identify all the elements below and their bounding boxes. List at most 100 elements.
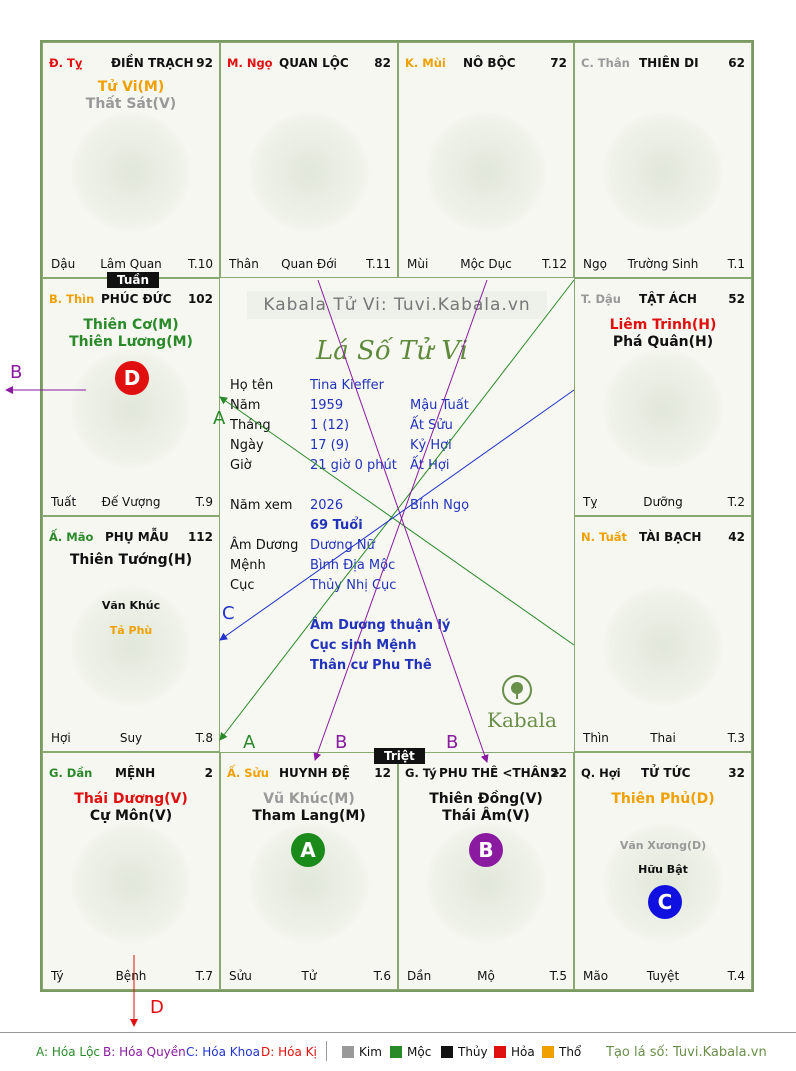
star-minor: Văn Khúc — [101, 599, 161, 612]
arrow-label-a: A — [243, 732, 256, 753]
logo-text: Kabala — [487, 708, 557, 732]
cell-branch: T. Dậu — [581, 292, 621, 306]
hoa-khoa-marker: C — [648, 885, 682, 919]
value-nam-xem-can-chi: Bính Ngọ — [410, 498, 470, 513]
cell-bottom-right: T.9 — [195, 495, 213, 509]
cell-phu-the: G. Tý PHU THÊ <THÂN> 22 Thiên Đồng(V) Th… — [398, 752, 574, 990]
cell-number: 72 — [550, 56, 567, 70]
cell-palace: TỬ TỨC — [641, 766, 691, 780]
star-minor: Văn Xương(D) — [619, 839, 707, 852]
arrow-label-b: B — [10, 362, 23, 383]
cell-branch: G. Dần — [49, 766, 93, 780]
arrow-label-a: A — [213, 408, 226, 429]
arrow-label-d: D — [150, 997, 164, 1018]
cell-bottom-mid: Tử — [301, 969, 317, 983]
cell-palace: TÀI BẠCH — [639, 530, 702, 544]
cell-bottom-mid: Thai — [650, 731, 676, 745]
cell-palace: PHÚC ĐỨC — [101, 292, 172, 306]
hoa-quyen-line — [313, 279, 488, 761]
cell-bottom-left: Tý — [51, 969, 64, 983]
pig-watermark — [603, 822, 723, 943]
site-title: Kabala Tử Vi: Tuvi.Kabala.vn — [247, 291, 547, 319]
note: Âm Dương thuận lý — [310, 618, 451, 633]
legend-hoa-quyen: B: Hóa Quyền — [103, 1045, 186, 1059]
thuy-swatch — [441, 1046, 453, 1058]
hoa-swatch — [494, 1046, 506, 1058]
moc-swatch — [390, 1046, 402, 1058]
star-main: Tử Vi(M) — [97, 79, 165, 95]
cell-number: 112 — [187, 530, 213, 544]
cell-bottom-mid: Tuyệt — [646, 969, 680, 983]
cell-bottom-left: Tuất — [51, 495, 77, 509]
cell-palace: NÔ BỘC — [463, 56, 516, 70]
credit-text: Tạo lá số: Tuvi.Kabala.vn — [606, 1045, 767, 1060]
legend-hoa-loc: A: Hóa Lộc — [36, 1045, 101, 1059]
label-cuc: Cục — [230, 578, 255, 593]
star-main: Thiên Tướng(H) — [69, 552, 193, 568]
hoa-loc-line — [219, 279, 575, 741]
value-tuoi: 69 Tuổi — [310, 518, 363, 533]
chart-title: Lá Số Tử Vi — [316, 336, 469, 366]
cell-branch: M. Ngọ — [227, 56, 273, 70]
cell-bottom-right: T.3 — [727, 731, 745, 745]
legend-hoa-ki: D: Hóa Kị — [261, 1045, 317, 1059]
cell-bottom-mid: Bệnh — [115, 969, 147, 983]
cell-quan-loc: M. Ngọ QUAN LỘC 82 Thân Quan Đới T.11 — [220, 42, 398, 278]
cell-palace: PHỤ MẪU — [105, 530, 169, 544]
star-main: Thiên Đồng(V) — [429, 791, 543, 807]
tree-logo-icon — [502, 675, 532, 705]
star-main: Liêm Trinh(H) — [609, 317, 717, 333]
cell-bottom-right: T.5 — [549, 969, 567, 983]
star-main: Cự Môn(V) — [89, 808, 173, 824]
cell-number: 42 — [728, 530, 745, 544]
value-nam: 1959 — [310, 398, 344, 413]
horse-watermark — [249, 111, 369, 232]
hoa-quyen-line — [317, 279, 489, 763]
cell-bottom-left: Mão — [583, 969, 609, 983]
goat-watermark — [426, 111, 546, 232]
legend-kim: Kim — [359, 1045, 382, 1059]
cell-branch: K. Mùi — [405, 56, 446, 70]
value-cuc: Thủy Nhị Cục — [310, 578, 397, 593]
star-main: Thất Sát(V) — [85, 96, 177, 112]
label-ngay: Ngày — [230, 438, 264, 453]
cell-huynh-de: Ấ. Sửu HUYNH ĐỆ 12 Vũ Khúc(M) Tham Lang(… — [220, 752, 398, 990]
value-nam-can-chi: Mậu Tuất — [410, 398, 469, 413]
cell-no-boc: K. Mùi NÔ BỘC 72 Mùi Mộc Dục T.12 — [398, 42, 574, 278]
cell-bottom-mid: Mộc Dục — [460, 257, 512, 271]
cell-bottom-left: Dần — [407, 969, 432, 983]
cell-bottom-right: T.6 — [373, 969, 391, 983]
rooster-watermark — [603, 348, 723, 469]
hoa-loc-marker: A — [291, 833, 325, 867]
cell-palace: THIÊN DI — [639, 56, 699, 70]
triet-tag: Triệt — [374, 748, 425, 764]
label-ho-ten: Họ tên — [230, 378, 274, 393]
cell-bottom-mid: Đế Vượng — [101, 495, 161, 509]
star-main: Phá Quân(H) — [612, 334, 714, 350]
legend-tho: Thổ — [559, 1045, 582, 1059]
rabbit-watermark — [71, 585, 191, 706]
dog-watermark — [603, 585, 723, 706]
cell-number: 2 — [204, 766, 213, 780]
cell-number: 22 — [550, 766, 567, 780]
cell-number: 102 — [187, 292, 213, 306]
label-gio: Giờ — [230, 458, 252, 473]
legend-thuy: Thủy — [458, 1045, 488, 1059]
cell-branch: Ấ. Sửu — [227, 766, 269, 780]
cell-number: 32 — [728, 766, 745, 780]
cell-bottom-mid: Mộ — [477, 969, 495, 983]
value-gio: 21 giờ 0 phút — [310, 458, 397, 473]
cell-number: 52 — [728, 292, 745, 306]
cell-bottom-right: T.11 — [366, 257, 391, 271]
legend-hoa-khoa: C: Hóa Khoa — [186, 1045, 260, 1059]
cell-dien-trach: Đ. Tỵ ĐIỀN TRẠCH 92 Tử Vi(M) Thất Sát(V)… — [42, 42, 220, 278]
tho-swatch — [542, 1046, 554, 1058]
cell-branch: G. Tý — [405, 766, 437, 780]
cell-bottom-mid: Dưỡng — [643, 495, 683, 509]
cell-bottom-right: T.12 — [542, 257, 567, 271]
cell-branch: Ấ. Mão — [49, 530, 94, 544]
star-main: Thái Âm(V) — [442, 808, 530, 824]
label-menh: Mệnh — [230, 558, 266, 573]
star-main: Thiên Lương(M) — [69, 334, 193, 350]
cell-bottom-mid: Quan Đới — [281, 257, 337, 271]
